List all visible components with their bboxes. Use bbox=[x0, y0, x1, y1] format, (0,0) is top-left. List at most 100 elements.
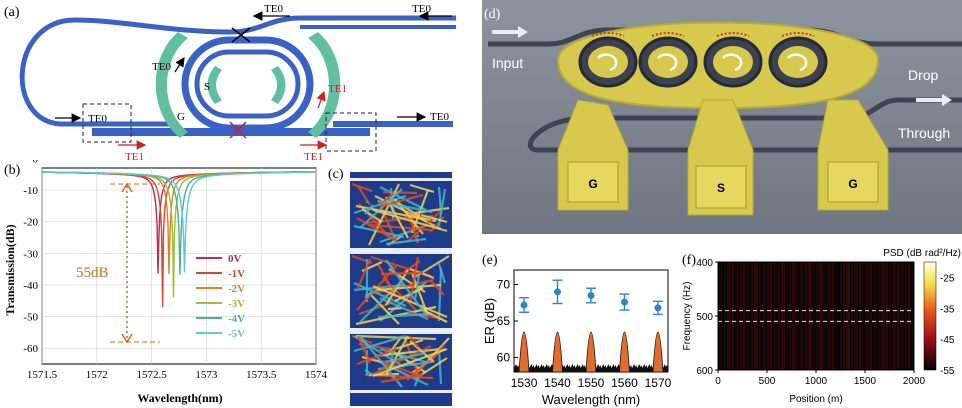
plot-b-xlabel: Wavelength(nm) bbox=[137, 391, 222, 405]
ring-heater-edge bbox=[781, 32, 815, 37]
field-pattern bbox=[351, 182, 450, 388]
x-tick-label: 1573.5 bbox=[246, 369, 277, 381]
y-tick-label: 0 bbox=[33, 160, 39, 166]
field-streak bbox=[387, 306, 403, 311]
colorbar-ticks: -25-35-45-55 bbox=[940, 273, 955, 377]
electrode-s-right bbox=[271, 66, 286, 104]
y-tick-label: 65 bbox=[497, 314, 511, 328]
colorbar-tick-label: -45 bbox=[940, 335, 955, 346]
field-streak bbox=[358, 342, 392, 351]
field-streak bbox=[372, 208, 448, 233]
field-streak bbox=[353, 281, 407, 308]
field-streak bbox=[372, 284, 448, 319]
field-band-2 bbox=[350, 328, 452, 334]
annotation-label: 55dB bbox=[76, 265, 109, 281]
annotation-arrow-up bbox=[121, 182, 133, 193]
coupler-box-left bbox=[82, 103, 132, 143]
y-tick-label: 500 bbox=[696, 312, 713, 323]
field-streak bbox=[380, 373, 424, 384]
field-band-1 bbox=[350, 248, 452, 254]
field-streak bbox=[385, 335, 409, 376]
y-tick-label: -20 bbox=[23, 217, 38, 229]
x-tick-label: 1571.5 bbox=[27, 369, 58, 381]
electrode-g-right bbox=[308, 32, 341, 138]
spectral-peak bbox=[619, 331, 630, 373]
panel-c-label: (c) bbox=[328, 167, 344, 182]
arrow-ring-te0 bbox=[174, 56, 185, 73]
x-tick-label: 1573 bbox=[195, 369, 218, 381]
field-streak bbox=[437, 263, 447, 284]
pad-g-right bbox=[827, 161, 879, 203]
series-line bbox=[42, 171, 316, 275]
field-streak bbox=[409, 335, 419, 348]
data-point bbox=[654, 304, 662, 312]
field-streak bbox=[370, 223, 432, 232]
legend-label: -5V bbox=[228, 328, 245, 340]
te0-top-center: TE0 bbox=[264, 3, 283, 15]
te0-mid-left: TE0 bbox=[152, 61, 171, 73]
electrode-g-left bbox=[155, 32, 188, 138]
y-tick-label: -30 bbox=[23, 248, 38, 260]
field-streak bbox=[420, 357, 448, 376]
field-streak bbox=[429, 279, 445, 296]
x-tick-label: 0 bbox=[715, 376, 721, 387]
x-tick-label: 1570 bbox=[645, 376, 672, 390]
plot-e-points bbox=[519, 279, 663, 316]
legend-label: -1V bbox=[228, 268, 245, 280]
panel-d: (d) G S G Input Drop Through bbox=[482, 0, 962, 234]
spectral-peak bbox=[585, 331, 597, 373]
ring-electrode-inner bbox=[588, 46, 628, 78]
field-streak bbox=[379, 223, 429, 244]
legend-label: -4V bbox=[228, 313, 245, 325]
panel-e-label: (e) bbox=[482, 253, 498, 268]
pad-g-left bbox=[567, 161, 619, 203]
pad-g-left-label: G bbox=[588, 177, 597, 191]
colorbar-tick-label: -35 bbox=[940, 304, 955, 315]
field-streak bbox=[359, 188, 403, 229]
output-waveguide bbox=[333, 121, 453, 127]
y-tick-label: 400 bbox=[696, 258, 713, 269]
ring-inner bbox=[194, 49, 301, 119]
x-tick-label: 1550 bbox=[578, 376, 605, 390]
through-label: Through bbox=[898, 125, 950, 141]
colorbar-title: PSD (dB rad²/Hz) bbox=[883, 248, 961, 259]
data-point bbox=[620, 298, 628, 306]
ring-electrode-inner bbox=[648, 46, 688, 78]
plot-e-ylabel: ER (dB) bbox=[482, 298, 497, 344]
field-streak bbox=[380, 193, 424, 208]
x-tick-label: 500 bbox=[759, 376, 776, 387]
circulation-arrow-icon bbox=[657, 53, 678, 72]
te0-left: TE0 bbox=[88, 113, 107, 125]
field-streak bbox=[351, 182, 373, 193]
field-streak bbox=[364, 204, 374, 215]
pad-s bbox=[695, 165, 747, 209]
ring-heater-edge bbox=[651, 32, 685, 37]
field-streak bbox=[382, 360, 418, 377]
x-tick-label: 1540 bbox=[544, 376, 571, 390]
field-streak bbox=[368, 292, 400, 325]
legend-label: -3V bbox=[228, 298, 245, 310]
field-streak bbox=[356, 335, 372, 364]
drop-arrow bbox=[916, 94, 952, 106]
panel-a: (a) TE0 TE0 TE0 TE0 TE0 TE1 TE1 TE1 G S bbox=[4, 3, 456, 163]
series-line bbox=[42, 171, 316, 273]
x-tick-label: 1572 bbox=[86, 369, 108, 381]
cross-top bbox=[231, 27, 251, 43]
input-label: Input bbox=[492, 55, 523, 71]
x-tick-label: 2000 bbox=[903, 376, 926, 387]
field-streak bbox=[408, 217, 420, 244]
field-streak bbox=[359, 280, 403, 323]
x-tick-label: 1574 bbox=[305, 369, 328, 381]
plot-b-ylabel: Transmission(dB) bbox=[3, 224, 17, 315]
field-streak bbox=[437, 348, 443, 385]
heatmap-bg bbox=[718, 262, 914, 370]
loop-waveguide bbox=[19, 15, 456, 127]
y-tick-label: 70 bbox=[497, 278, 511, 292]
plot-e-peaks bbox=[514, 331, 668, 373]
field-streak bbox=[379, 186, 427, 211]
input-arrow bbox=[492, 26, 528, 38]
data-point bbox=[587, 292, 595, 299]
